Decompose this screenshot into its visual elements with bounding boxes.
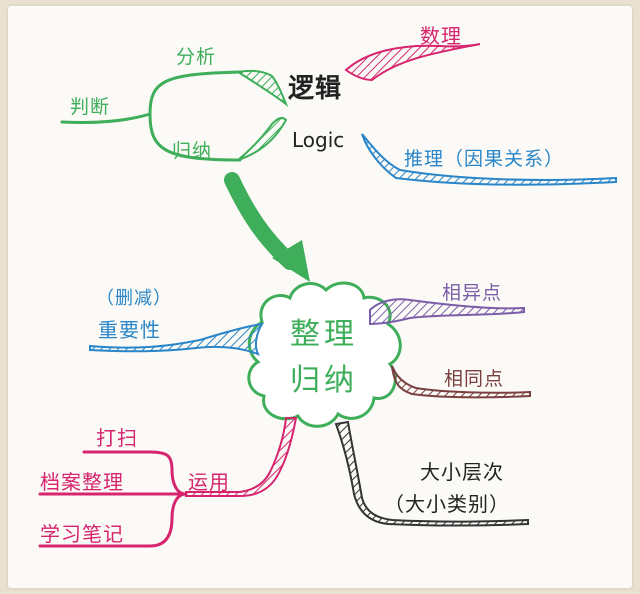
branch-induce-wedge	[237, 116, 288, 161]
label-importance: 重要性	[98, 318, 161, 342]
branch-differences	[369, 298, 525, 326]
label-math: 数理	[420, 24, 462, 48]
center-title-line1: 整理	[290, 317, 358, 352]
branch-importance	[89, 322, 264, 356]
branch-math	[344, 43, 481, 82]
branch-similarities	[391, 365, 531, 399]
label-delete: （删减）	[96, 288, 172, 309]
label-logic-en: Logic	[292, 128, 345, 152]
branch-analyze-wedge	[235, 69, 289, 107]
center-cloud-shape	[247, 281, 402, 428]
label-differences: 相异点	[442, 282, 503, 304]
green-arrow	[224, 172, 310, 282]
branch-reasoning	[361, 133, 617, 186]
branch-judge	[60, 70, 242, 162]
apply-sub-branches	[38, 450, 188, 548]
label-archive: 档案整理	[40, 470, 124, 494]
label-hierarchy-line2: （大小类别）	[384, 492, 510, 516]
label-similarities: 相同点	[444, 368, 505, 390]
label-apply: 运用	[188, 470, 230, 494]
label-clean: 打扫	[96, 426, 138, 450]
label-analyze: 分析	[176, 46, 217, 68]
label-hierarchy-line1: 大小层次	[420, 460, 504, 484]
center-title-line2: 归纳	[290, 363, 358, 398]
label-judge: 判断	[70, 96, 111, 118]
label-reasoning: 推理（因果关系）	[404, 148, 565, 170]
branch-hierarchy	[334, 420, 529, 527]
label-logic-cn: 逻辑	[288, 74, 343, 104]
label-induce: 归纳	[172, 140, 213, 162]
label-notes: 学习笔记	[40, 522, 124, 546]
